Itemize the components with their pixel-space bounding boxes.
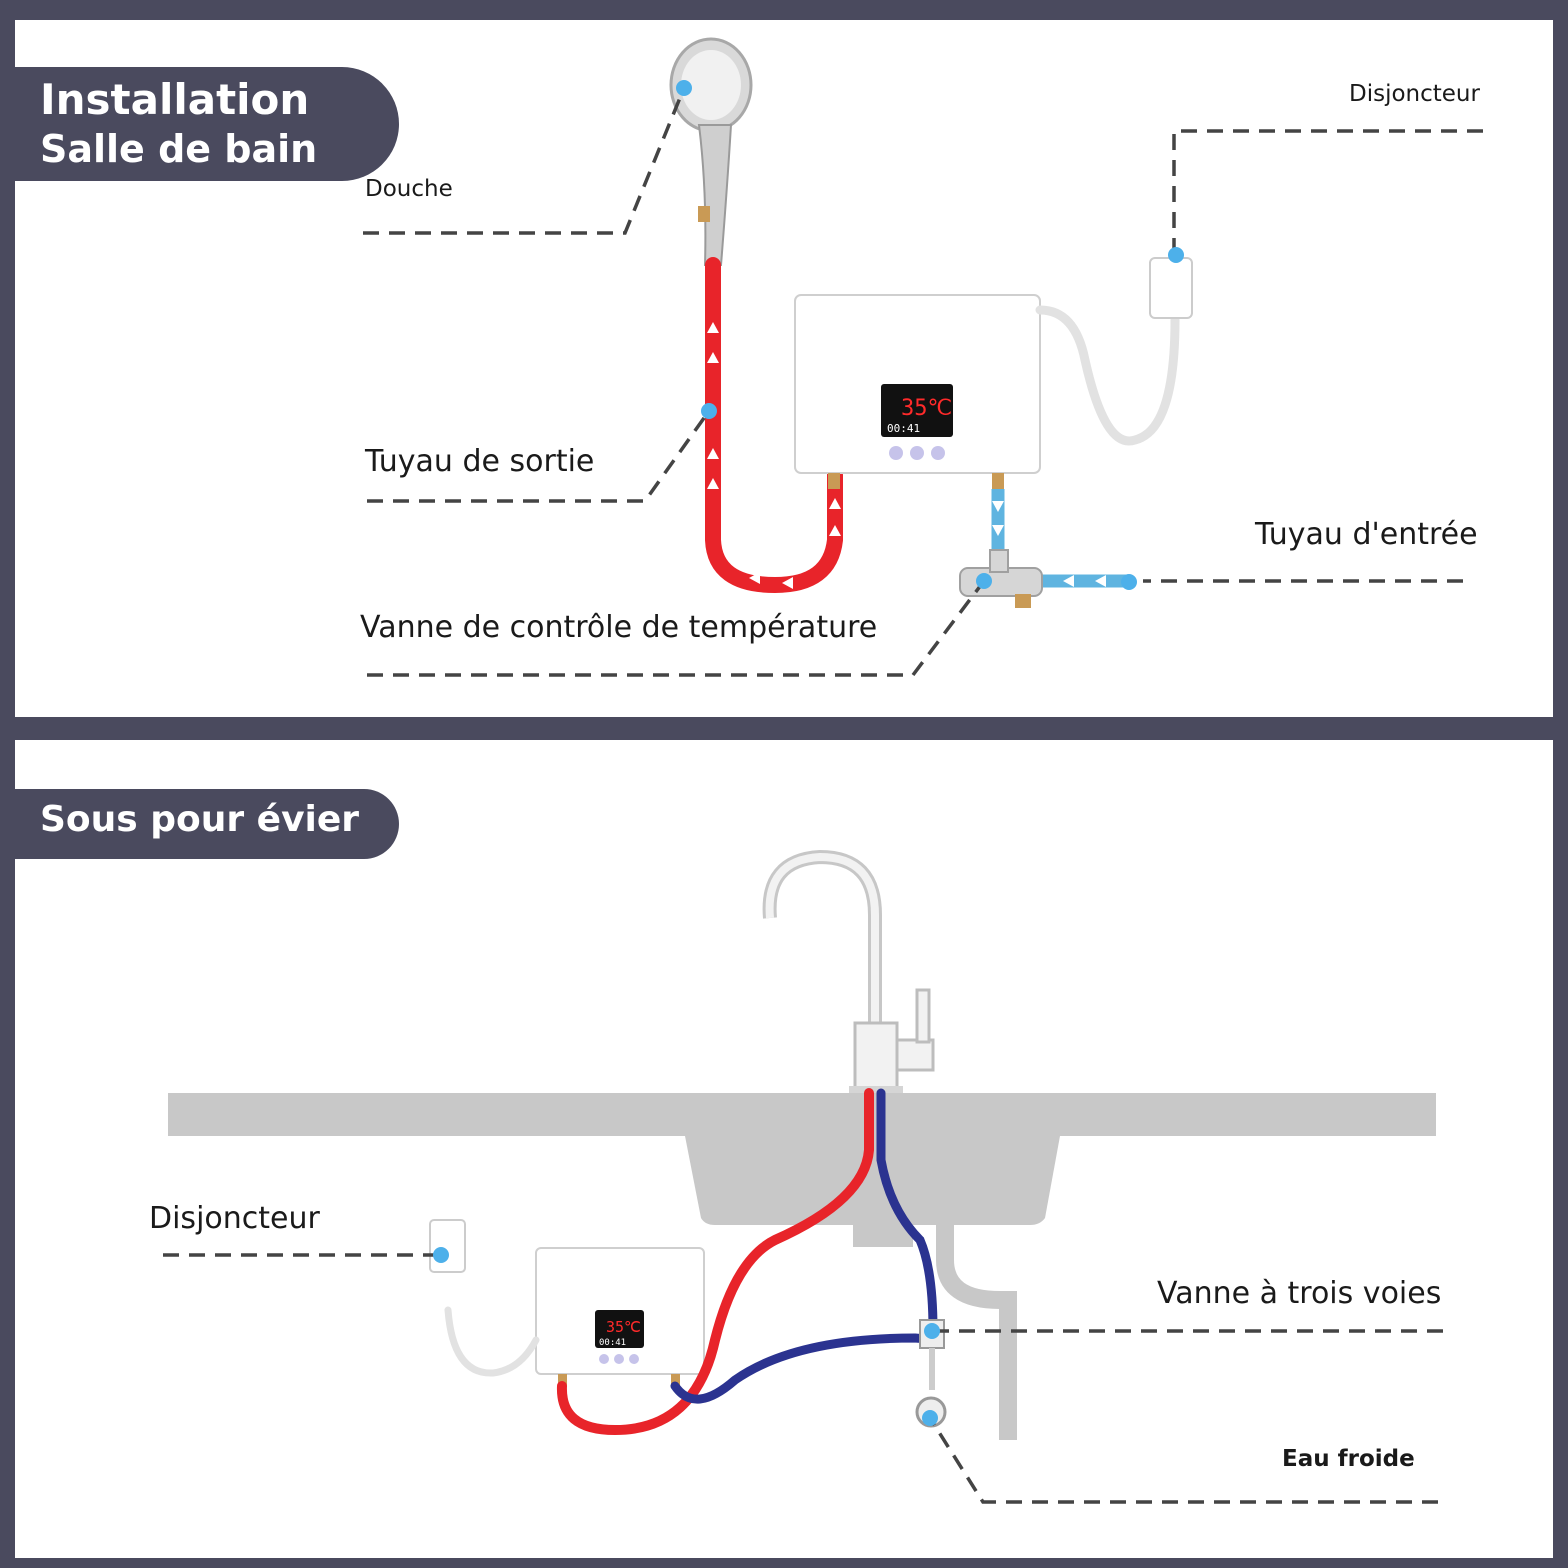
hot-water-hose [556,1088,874,1436]
label-inlet-hose: Tuyau d'entrée [1255,517,1478,552]
countertop [168,1093,1436,1136]
breaker-box [1149,257,1193,319]
label-three-way-valve: Vanne à trois voies [1157,1276,1442,1311]
power-cable [1035,305,1180,446]
outlet-hose [705,257,843,594]
leader-lines [363,87,1483,677]
label-temperature-valve: Vanne de contrôle de température [360,610,878,645]
shower-head-illustration [669,37,753,266]
callout-dots [676,80,1184,590]
breaker-box [429,1219,466,1273]
temperature-valve-illustration [959,549,1043,608]
label-outlet-hose: Tuyau de sortie [365,444,595,479]
heater-time: 00:41 [599,1338,626,1348]
faucet-illustration [762,849,935,1094]
drain-pipe [936,1225,1017,1440]
label-shower: Douche [365,176,453,202]
label-breaker: Disjoncteur [1349,81,1480,107]
flow-arrows-cold [992,501,1106,587]
sink-diagram: 35℃ 00:41 [163,849,1443,1504]
label-breaker: Disjoncteur [149,1201,320,1236]
heater-time: 00:41 [887,422,920,435]
section-title-line1: Installation [40,75,310,124]
sink-installation-panel: Sous pour évier 35℃ 00:41 [15,740,1553,1558]
sink-basin [685,1136,1060,1225]
section-title-line2: Salle de bain [40,127,318,171]
heater-temperature: 35℃ [901,396,952,421]
label-cold-water: Eau froide [1282,1446,1415,1472]
flow-arrows-hot [707,322,841,589]
bathroom-installation-panel: Installation Salle de bain 35℃ 00: [15,20,1553,717]
water-heater-unit: 35℃ 00:41 [535,1247,705,1386]
bathroom-diagram: 35℃ 00:41 [363,37,1483,677]
section-title: Sous pour évier [40,799,360,840]
section-title-banner: Installation Salle de bain [15,67,399,181]
callout-dots [433,1247,940,1426]
leader-lines [163,1253,1443,1504]
drain-trap [853,1225,913,1247]
heater-temperature: 35℃ [606,1318,641,1336]
power-cable [444,1306,540,1377]
section-title-banner: Sous pour évier [15,789,399,859]
water-heater-unit: 35℃ 00:41 [794,294,1041,489]
